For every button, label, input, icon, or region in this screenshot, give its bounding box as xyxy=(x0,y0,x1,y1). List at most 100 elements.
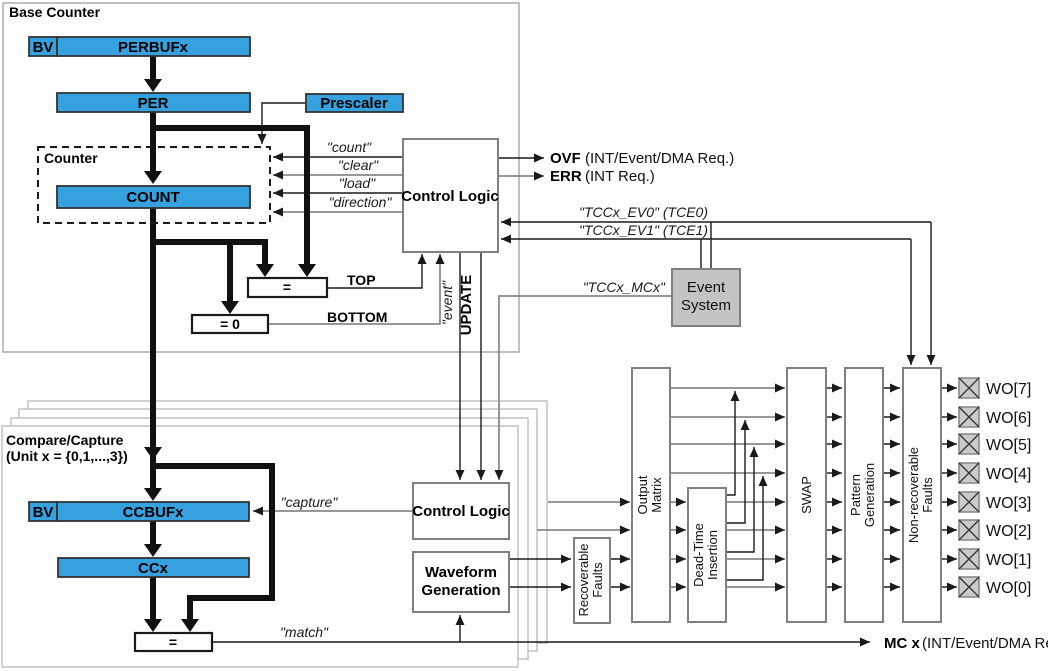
nrf-label-2: Faults xyxy=(920,477,935,513)
counter-dashed-box xyxy=(37,146,271,224)
output-matrix-label-2: Matrix xyxy=(649,477,664,513)
match-signal-label: "match" xyxy=(280,624,329,640)
thick-buses xyxy=(144,56,316,632)
per-to-eq-bus xyxy=(150,112,310,266)
swap-label: SWAP xyxy=(799,476,814,514)
swap-box xyxy=(786,367,827,623)
eq-zero-label: = 0 xyxy=(220,316,240,332)
ccbufx-label: CCBUFx xyxy=(123,504,184,521)
prescaler-box xyxy=(305,93,404,113)
eq-match-comparator-box xyxy=(133,631,214,653)
eq-zero-comparator-box xyxy=(190,313,270,335)
nrf-label-1: Non-recoverable xyxy=(906,447,921,543)
dti-cross-wire-3 xyxy=(726,447,759,553)
bus-arrow xyxy=(144,619,162,632)
control-logic-top-box xyxy=(402,138,499,253)
base-counter-title: Base Counter xyxy=(9,4,101,20)
count-signal-label: "count" xyxy=(327,139,372,155)
dti-cross-wire-4 xyxy=(726,476,768,581)
perbufx-register xyxy=(56,36,251,57)
dti-label-1: Dead-Time xyxy=(691,523,706,587)
bus-arrow xyxy=(221,301,239,314)
control-logic-bottom-label: Control Logic xyxy=(412,503,510,520)
wo6-label: WO[6] xyxy=(986,410,1031,427)
event-rotated-label: "event" xyxy=(439,280,455,325)
recoverable-faults-label-2: Faults xyxy=(590,562,605,598)
bv-label-ccbuf: BV xyxy=(33,504,54,521)
load-signal-label: "load" xyxy=(339,175,376,191)
per-label: PER xyxy=(138,95,169,112)
waveform-generation-box xyxy=(412,551,510,613)
black-wires xyxy=(212,102,957,647)
output-matrix-box xyxy=(631,367,671,623)
counter-label: Counter xyxy=(44,150,98,166)
gray-wires xyxy=(250,170,785,592)
capture-signal-label: "capture" xyxy=(281,494,339,510)
mcx-event-wire xyxy=(494,295,672,480)
compare-capture-title-2: (Unit x = {0,1,...,3}) xyxy=(6,448,128,464)
mc-label: MC x xyxy=(884,635,920,652)
ovf-desc: (INT/Event/DMA Req.) xyxy=(585,150,734,167)
ovf-label: OVF xyxy=(550,150,581,167)
ccx-register xyxy=(57,557,250,578)
wo4-label: WO[4] xyxy=(986,466,1031,483)
clear-signal-label: "clear" xyxy=(338,157,379,173)
event-system-label-2: System xyxy=(681,297,731,314)
per-register xyxy=(56,92,251,113)
event-system-box xyxy=(671,268,741,327)
bus-arrow xyxy=(144,488,162,501)
bv-label-perbuf: BV xyxy=(33,39,54,56)
ev1-label: "TCCx_EV1" (TCE1) xyxy=(579,222,708,238)
bus-arrow xyxy=(144,447,162,460)
count-register xyxy=(56,185,251,209)
err-label: ERR xyxy=(550,168,582,185)
ev0-label: "TCCx_EV0" (TCE0) xyxy=(579,204,708,220)
mc-desc: (INT/Event/DMA Req.) xyxy=(922,635,1048,652)
non-recoverable-faults-box xyxy=(902,367,942,623)
dti-cross-wire-2 xyxy=(726,420,750,524)
bus-arrow xyxy=(256,264,274,277)
count-to-match-bus xyxy=(153,463,275,620)
waveform-label-1: Waveform xyxy=(425,564,497,581)
bus-arrow xyxy=(144,171,162,184)
wo7-label: WO[7] xyxy=(986,381,1031,398)
recoverable-faults-box xyxy=(573,537,611,624)
ccbufx-register xyxy=(56,501,250,522)
count-label: COUNT xyxy=(126,189,179,206)
compare-capture-title-1: Compare/Capture xyxy=(6,432,124,448)
wo2-label: WO[2] xyxy=(986,523,1031,540)
bottom-wire xyxy=(250,254,445,325)
event-system-label-1: Event xyxy=(687,279,726,296)
perbufx-label: PERBUFx xyxy=(118,39,189,56)
update-rotated-label: UPDATE xyxy=(458,275,475,336)
bus-arrow xyxy=(298,264,316,277)
dti-cross-wire-1 xyxy=(726,391,740,496)
dead-time-insertion-box xyxy=(687,487,727,623)
dti-label-2: Insertion xyxy=(705,530,720,580)
recoverable-faults-label-1: Recoverable xyxy=(576,544,591,617)
mcx-event-label: "TCCx_MCx" xyxy=(583,279,666,295)
wo3-label: WO[3] xyxy=(986,495,1031,512)
waveform-label-2: Generation xyxy=(421,582,500,599)
top-label: TOP xyxy=(347,272,376,288)
eq-match-label: = xyxy=(169,634,177,650)
control-logic-top-label: Control Logic xyxy=(401,188,499,205)
direction-signal-label: "direction" xyxy=(329,194,393,210)
bottom-label: BOTTOM xyxy=(327,309,387,325)
bus-arrow xyxy=(181,619,199,632)
pattern-generation-label-2: Generation xyxy=(862,463,877,527)
wo1-label: WO[1] xyxy=(986,552,1031,569)
prescaler-label: Prescaler xyxy=(320,95,388,112)
count-to-eq-bus xyxy=(153,239,268,265)
eq-label: = xyxy=(283,279,291,295)
bus-arrow xyxy=(144,79,162,92)
eq-comparator-box xyxy=(246,276,329,299)
pad-x-marks xyxy=(958,377,980,598)
wo0-label: WO[0] xyxy=(986,580,1031,597)
pattern-generation-box xyxy=(844,367,884,623)
wo5-label: WO[5] xyxy=(986,437,1031,454)
ccx-label: CCx xyxy=(138,560,169,577)
err-desc: (INT Req.) xyxy=(585,168,655,185)
